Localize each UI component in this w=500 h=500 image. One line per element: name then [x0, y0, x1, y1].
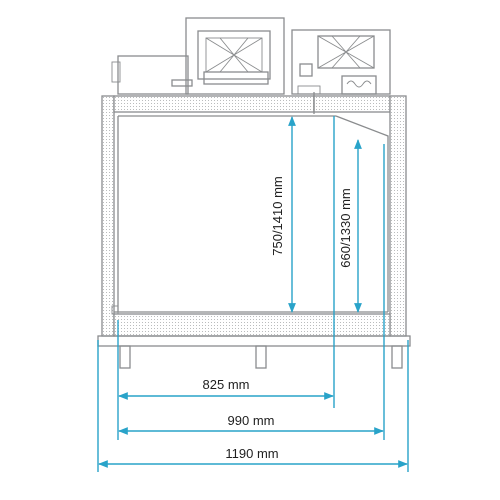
cabinet-body: [97, 92, 411, 369]
dim-height-outer: 750/1410 mm: [270, 116, 296, 313]
dim-width-825-label: 825 mm: [203, 377, 250, 392]
dim-width-825: 825 mm: [118, 377, 334, 400]
dim-width-990: 990 mm: [118, 413, 384, 435]
dim-width-990-label: 990 mm: [228, 413, 275, 428]
dim-height-outer-label: 750/1410 mm: [270, 176, 285, 256]
dim-height-inner-label: 660/1330 mm: [338, 188, 353, 268]
top-unit-right: [291, 29, 391, 95]
dim-height-inner: 660/1330 mm: [338, 139, 362, 313]
dim-width-1190-label: 1190 mm: [225, 446, 278, 461]
top-unit-left: [111, 17, 285, 95]
dim-width-1190: 1190 mm: [98, 446, 408, 468]
